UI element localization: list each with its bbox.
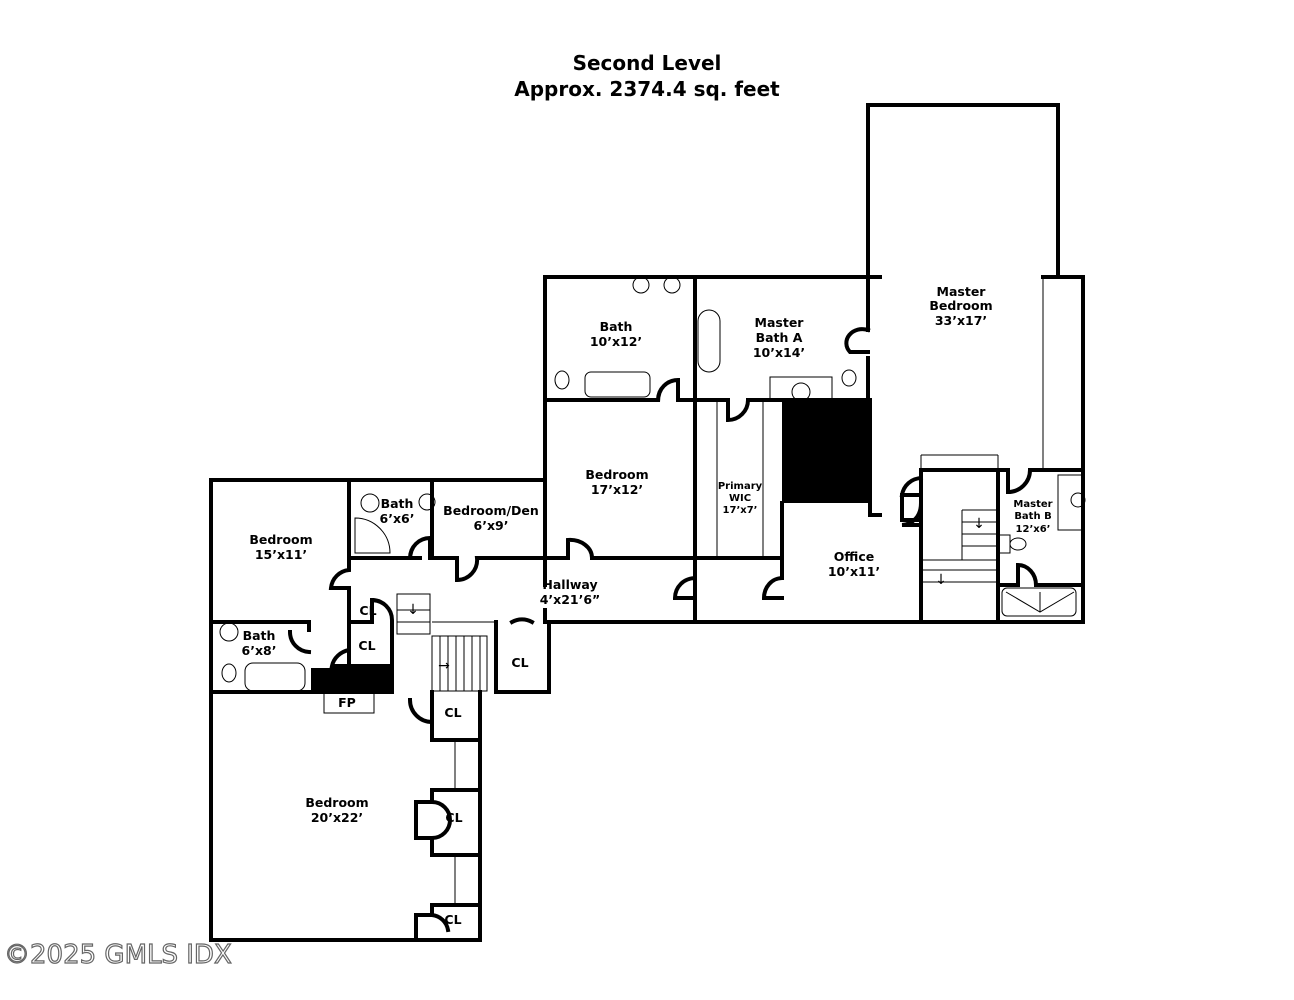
plan-area: Approx. 2374.4 sq. feet xyxy=(514,77,780,101)
room-wic-size: 17’x7’ xyxy=(723,505,758,516)
plan-title: Second Level xyxy=(573,51,722,75)
room-bedroom-name: Bedroom xyxy=(585,467,648,482)
room-bedroom-20x22-size: 20’x22’ xyxy=(311,810,363,825)
closet-label: CL xyxy=(359,603,376,618)
stair-arrow-icon: ↓ xyxy=(973,516,985,532)
room-bath-6x6-size: 6’x6’ xyxy=(380,511,415,526)
fireplace-block xyxy=(311,668,392,691)
stair-arrow-icon: ↓ xyxy=(407,602,419,618)
room-wic-name2: WIC xyxy=(729,493,751,504)
room-bedroom-15x11-name: Bedroom xyxy=(249,532,312,547)
room-bath-size: 10’x12’ xyxy=(590,334,642,349)
watermark: ©2025 GMLS IDX xyxy=(4,940,232,970)
room-hallway-size: 4’x21’6” xyxy=(540,592,601,607)
closet-label: CL xyxy=(444,912,461,927)
closet-label: CL xyxy=(511,655,528,670)
room-master-bedroom-name: Master xyxy=(937,284,987,299)
room-office-name: Office xyxy=(834,549,874,564)
room-office-size: 10’x11’ xyxy=(828,564,880,579)
room-master-bedroom-name2: Bedroom xyxy=(929,298,992,313)
stair-arrow-icon: → xyxy=(438,658,450,674)
room-bath-6x8-name: Bath xyxy=(243,628,276,643)
room-wic-name: Primary xyxy=(718,481,763,492)
fireplace-label: FP xyxy=(338,695,356,710)
room-master-bath-b-name: Master xyxy=(1013,499,1052,510)
room-master-bath-a-name2: Bath A xyxy=(756,330,803,345)
room-den-size: 6’x9’ xyxy=(474,518,509,533)
chimney-block xyxy=(782,400,870,503)
room-bedroom-size: 17’x12’ xyxy=(591,482,643,497)
closet-label: CL xyxy=(445,810,462,825)
room-bath-name: Bath xyxy=(600,319,633,334)
room-bath-6x6-name: Bath xyxy=(381,496,414,511)
room-master-bath-b-size: 12’x6’ xyxy=(1016,524,1051,535)
room-master-bath-b-name2: Bath B xyxy=(1014,511,1051,522)
room-master-bedroom-size: 33’x17’ xyxy=(935,313,987,328)
room-bedroom-15x11-size: 15’x11’ xyxy=(255,547,307,562)
closet-label: CL xyxy=(444,705,461,720)
room-master-bath-a-name: Master xyxy=(755,315,805,330)
walls: ↓ ↓ xyxy=(209,103,1086,942)
stair-arrow-icon: ↓ xyxy=(935,572,947,588)
room-labels: Bath 10’x12’ Master Bath A 10’x14’ Maste… xyxy=(242,284,1053,927)
room-den-name: Bedroom/Den xyxy=(443,503,539,518)
closet-label: CL xyxy=(358,638,375,653)
room-bath-6x8-size: 6’x8’ xyxy=(242,643,277,658)
room-hallway-name: Hallway xyxy=(542,577,597,592)
room-bedroom-20x22-name: Bedroom xyxy=(305,795,368,810)
room-master-bath-a-size: 10’x14’ xyxy=(753,345,805,360)
